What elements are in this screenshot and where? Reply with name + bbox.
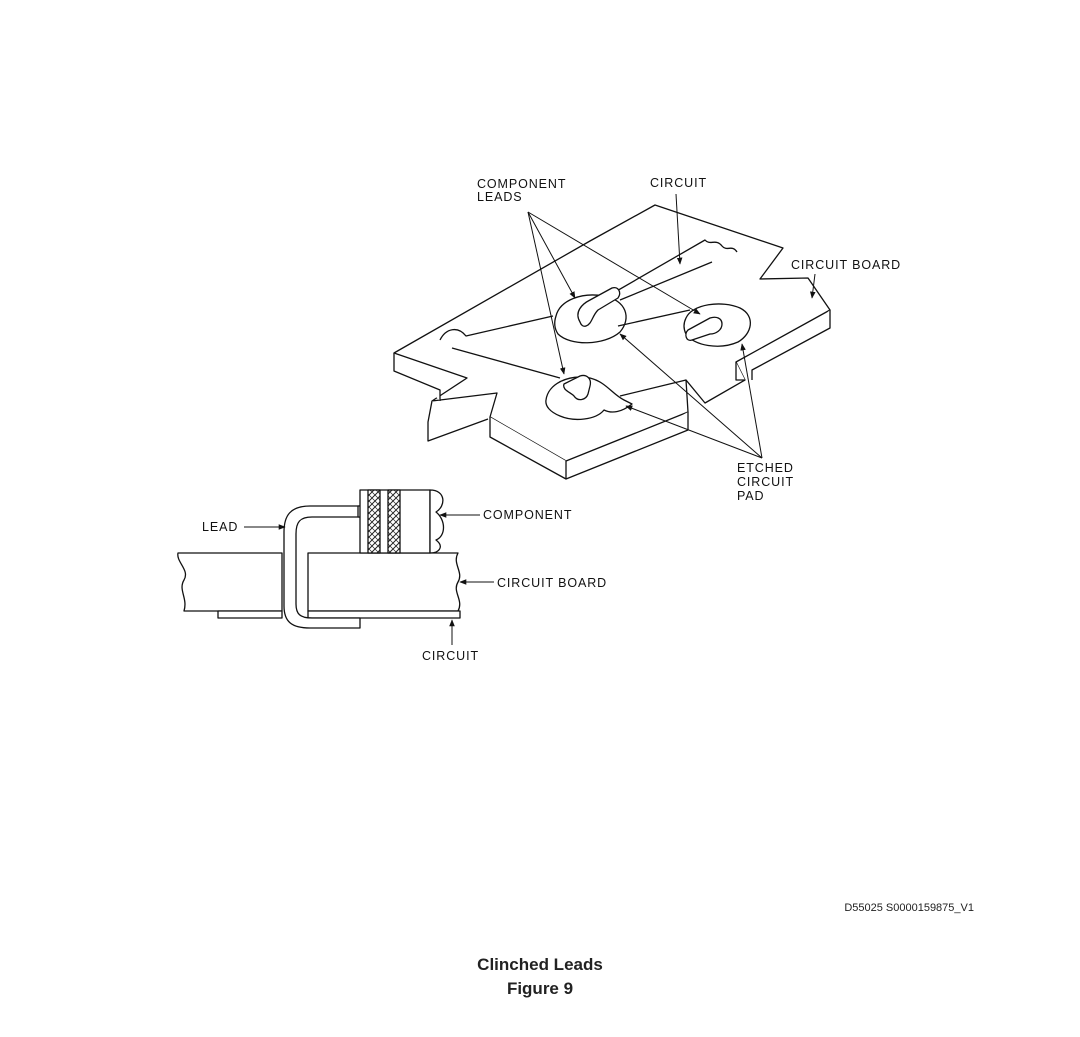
caption-title: Clinched Leads: [477, 955, 603, 974]
leader-pad-right: [740, 343, 763, 459]
board-right-section: [307, 552, 461, 612]
board-left-edge: [393, 353, 489, 442]
label-circuit-board-top: CIRCUIT BOARD: [791, 258, 901, 272]
label-etched-2: CIRCUIT: [737, 475, 794, 489]
reference-code: D55025 S0000159875_V1: [844, 902, 974, 914]
circuit-trace-far-2: [619, 261, 713, 301]
leader-circuit-top: [675, 193, 683, 265]
label-component: COMPONENT: [483, 508, 572, 522]
leader-pad-upper: [619, 333, 763, 459]
circuit-trace: [439, 315, 554, 341]
circuit-trace-lower: [451, 347, 561, 379]
component-band-1: [367, 489, 381, 554]
circuit-trace-far: [607, 239, 738, 297]
circuit-layer-left: [217, 610, 283, 619]
component-end-cap: [429, 489, 445, 554]
leader-lead-lower: [527, 211, 566, 375]
board-left-section: [177, 552, 283, 612]
lead-stub-right: [685, 316, 723, 341]
label-component-leads-2: LEADS: [477, 190, 523, 204]
circuit-layer-right: [307, 610, 461, 619]
board-right-edge: [735, 310, 831, 381]
component-lead: [283, 505, 361, 629]
lead-stub-lower: [563, 374, 592, 401]
leader-pad-lower: [625, 405, 763, 459]
bottom-leader-lines: [244, 512, 494, 645]
label-etched-3: PAD: [737, 489, 764, 503]
label-lead: LEAD: [202, 520, 238, 534]
top-leader-lines: [527, 193, 816, 459]
caption-figure: Figure 9: [506, 979, 574, 998]
leader-circuit-board-top: [810, 273, 816, 299]
label-component-leads-1: COMPONENT: [477, 177, 566, 191]
pad-upper-trace: [617, 309, 691, 327]
label-circuit-board-bottom: CIRCUIT BOARD: [497, 576, 607, 590]
side-view-group: [177, 489, 461, 629]
component-band-2: [387, 489, 401, 554]
label-circuit-bottom: CIRCUIT: [422, 649, 479, 663]
leader-lead-upper: [527, 211, 576, 299]
isometric-board-group: [393, 204, 831, 480]
label-etched-1: ETCHED: [737, 461, 794, 475]
label-circuit-top: CIRCUIT: [650, 176, 707, 190]
leader-lead-right: [527, 211, 701, 315]
lead-stub-upper: [577, 286, 621, 327]
